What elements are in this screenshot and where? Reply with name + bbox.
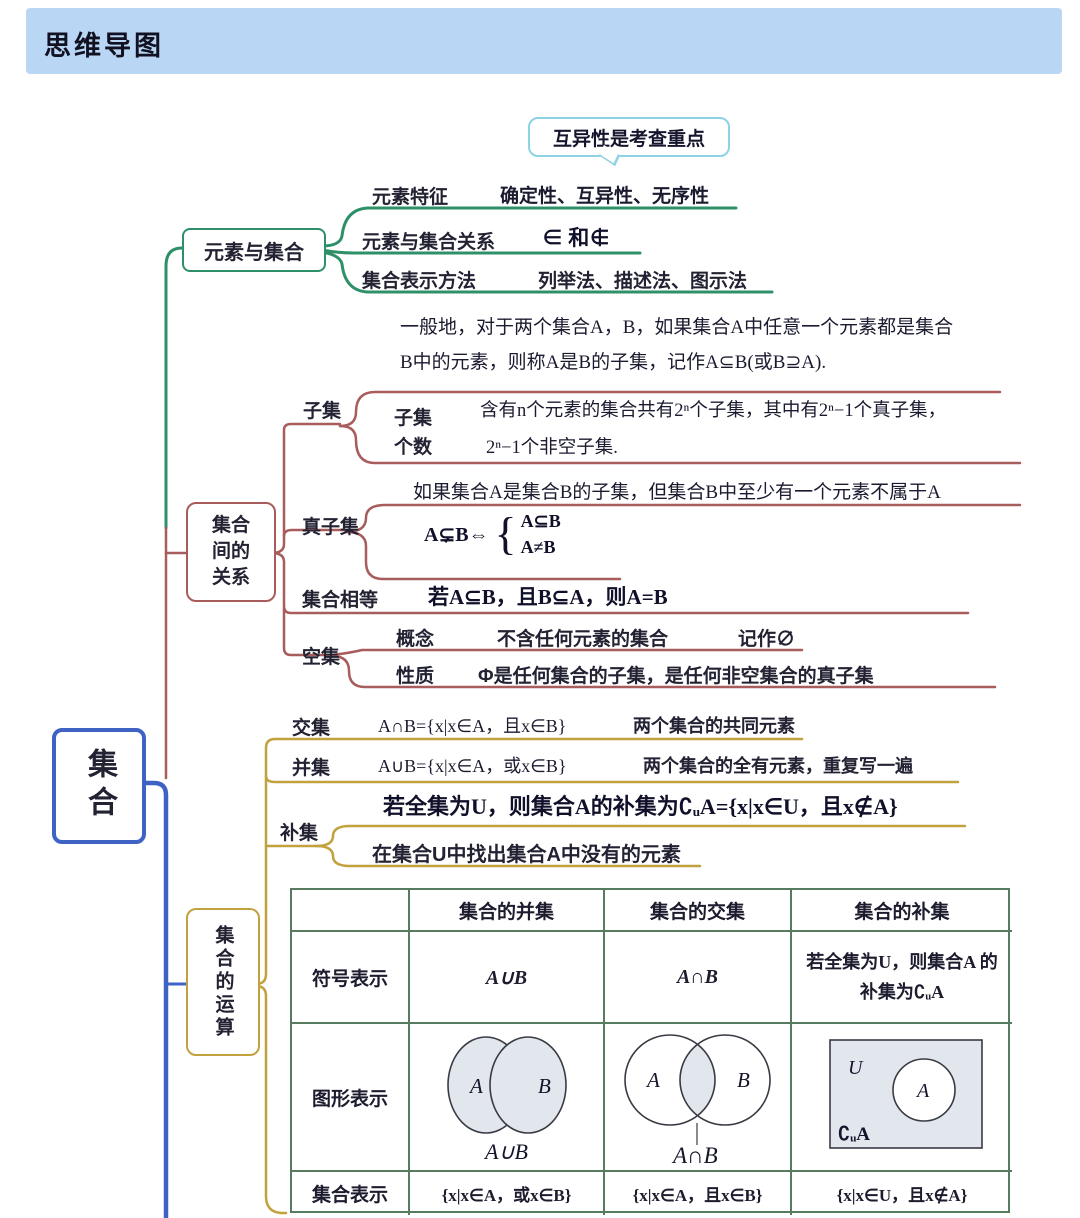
empty-set-property-value: Φ是任何集合的子集，是任何非空集合的真子集 [478,666,874,687]
table-setexp-complement: {x|x∈U，且x∉A} [836,1186,968,1205]
empty-set-concept-note: 记作∅ [738,629,796,650]
table-diagram-complement: U A ∁ᵤA [792,1024,1012,1172]
table-setexp-union: {x|x∈A，或x∈B} [410,1172,605,1215]
node-elements-and-sets: 元素与集合 [182,228,326,272]
node-set-operations: 集合的运算 [186,908,260,1056]
empty-set-concept-value: 不含任何元素的集合 [497,629,669,650]
table-rowlabel-setexp: 集合表示 [292,1172,410,1215]
table-rowlabel-symbol: 符号表示 [292,932,410,1024]
table-symbol-intersection: A∩B [605,932,792,1024]
intersection-note: 两个集合的共同元素 [633,716,795,736]
subset-count-label: 子集个数 [394,408,433,458]
union-formula: A∪B={x|x∈A，或x∈B} [378,756,567,776]
callout-bubble: 互异性是考查重点 [528,117,730,167]
venn-intersection-label-a: A [645,1068,660,1092]
element-set-relation-label: 元素与集合关系 [362,232,496,253]
table-header-union: 集合的并集 [410,890,605,932]
node-relations-label: 集合间的关系 [211,515,250,588]
intersection-formula: A∩B={x|x∈A，且x∈B} [378,716,567,736]
set-notation-value: 列举法、描述法、图示法 [538,271,748,292]
complement-label: 补集 [280,823,319,844]
node-operations-label: 集合的运算 [212,924,234,1040]
set-notation-label: 集合表示方法 [362,271,477,292]
empty-set-label: 空集 [302,647,341,668]
table-symbol-union: A∪B [410,932,605,1024]
table-setexp-intersection: {x|x∈A，且x∈B} [605,1172,792,1215]
proper-subset-formula-head: A⊊B⇔ [424,523,489,546]
table-diagram-intersection: A B A∩B [605,1024,792,1172]
venn-intersection-label-b: B [737,1068,750,1092]
table-diagram-union: A B A∪B [410,1024,605,1172]
proper-subset-case2: A≠B [520,537,556,557]
union-note: 两个集合的全有元素，重复写一遍 [643,756,913,776]
callout-text: 互异性是考查重点 [552,128,705,150]
intersection-label: 交集 [292,718,331,739]
table-symbol-complement: 若全集为U，则集合A 的 补集为∁ᵤA [792,932,1012,1024]
operations-table: 集合的并集 集合的交集 集合的补集 符号表示 A∪B A∩B 若全集为U，则集合… [290,888,1012,1215]
venn-complement-label: ∁ᵤA [838,1124,870,1145]
subset-count-line2: 2ⁿ−1个非空子集. [486,438,618,458]
node-elements-label: 元素与集合 [204,241,304,264]
empty-set-property-label: 性质 [396,666,435,687]
subset-label: 子集 [303,401,342,422]
subset-intro-line2: B中的元素，则称A是B的子集，记作A⊆B(或B⊇A). [400,352,827,373]
set-equality-label: 集合相等 [302,590,379,611]
table-header-complement: 集合的补集 [792,890,1012,932]
complement-desc: 在集合U中找出集合A中没有的元素 [372,844,681,866]
venn-union-label-b: B [538,1074,551,1098]
venn-intersection-diagram: A B A∩B [624,1034,771,1168]
set-equality-value: 若A⊆B，且B⊆A，则A=B [428,585,668,609]
proper-subset-formula: A⊊B⇔ { A⊆B A≠B [424,508,561,560]
complement-formula: 若全集为U，则集合A的补集为∁ᵤA={x|x∈U，且x∉A} [383,794,898,819]
header-bar [26,8,1062,74]
subset-count-line1: 含有n个元素的集合共有2ⁿ个子集，其中有2ⁿ−1个真子集， [480,401,947,421]
venn-inner-a-label: A [915,1080,930,1102]
element-features-label: 元素特征 [372,187,449,208]
table-header-intersection: 集合的交集 [605,890,792,932]
venn-complement-diagram: U A ∁ᵤA [829,1039,983,1149]
table-corner-cell [292,890,410,932]
node-set-relations: 集合间的关系 [186,502,276,602]
proper-subset-note: 如果集合A是集合B的子集，但集合B中至少有一个元素不属于A [413,482,941,503]
element-features-value: 确定性、互异性、无序性 [500,186,710,207]
proper-subset-case1: A⊆B [520,511,561,531]
venn-union-label-a: A [468,1074,483,1098]
proper-subset-label: 真子集 [302,517,360,538]
empty-set-concept-label: 概念 [396,629,435,650]
union-label: 并集 [292,758,331,779]
element-set-relation-value: ∈ 和∉ [542,226,611,250]
venn-intersection-caption: A∩B [671,1143,718,1168]
subset-intro-line1: 一般地，对于两个集合A，B，如果集合A中任意一个元素都是集合 [400,317,954,338]
venn-union-diagram: A B A∪B [446,1036,567,1164]
venn-universe-label: U [848,1057,864,1079]
brace-glyph: { [494,508,517,559]
node-root-label: 集合 [83,748,116,824]
table-symbol-complement-line1: 若全集为U，则集合A 的 [806,952,998,972]
page-title: 思维导图 [44,31,164,61]
table-rowlabel-diagram: 图形表示 [292,1024,410,1172]
venn-union-caption: A∪B [483,1139,528,1164]
node-root-set: 集合 [52,728,146,844]
table-symbol-complement-line2: 补集为∁ᵤA [859,982,945,1002]
